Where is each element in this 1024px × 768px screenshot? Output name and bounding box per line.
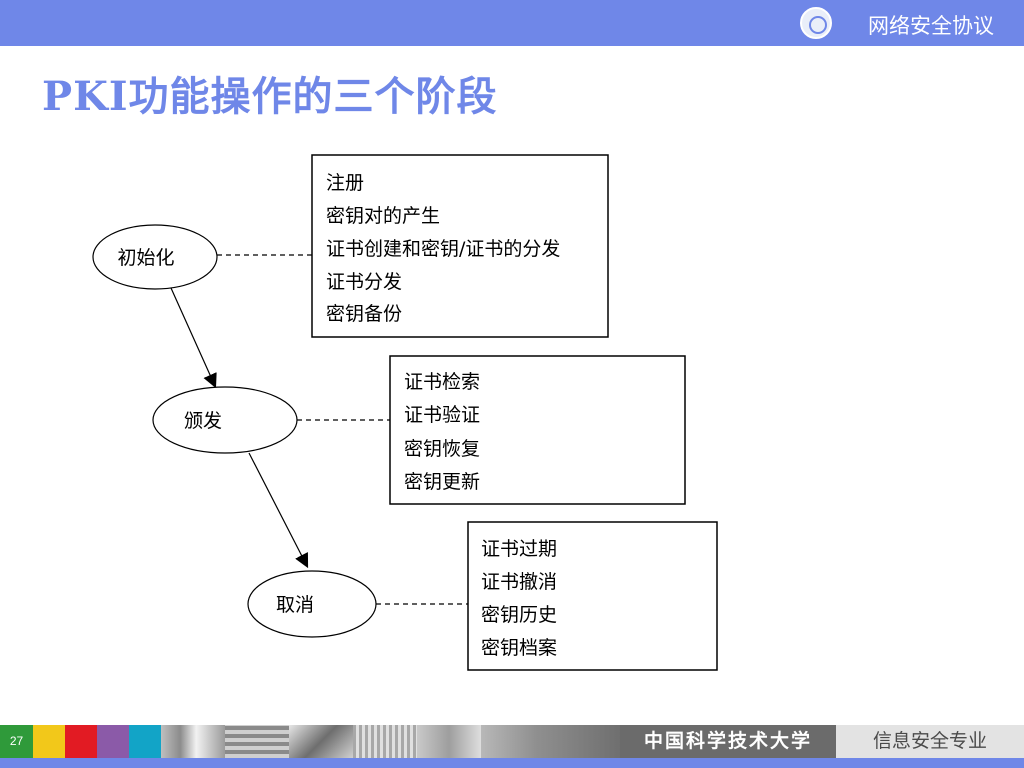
task-box-issue <box>389 355 686 505</box>
color-swatch-red <box>65 725 97 758</box>
phase-label-init: 初始化 <box>117 247 174 269</box>
task-issue-3: 密钥更新 <box>404 471 480 493</box>
task-box-init <box>311 154 609 338</box>
color-swatch-purple <box>97 725 129 758</box>
header-bar: 网络安全协议 <box>0 0 1024 46</box>
decorative-photo-strip-1 <box>161 725 225 758</box>
flow-arrow-init-to-issue <box>170 287 217 389</box>
task-box-cancel <box>467 521 718 671</box>
color-swatch-cyan <box>129 725 161 758</box>
task-issue-2: 密钥恢复 <box>404 438 480 460</box>
phase-label-cancel: 取消 <box>276 594 314 616</box>
decorative-photo-strip-3 <box>289 725 353 758</box>
task-init-2: 证书创建和密钥/证书的分发 <box>326 238 560 260</box>
task-init-4: 密钥备份 <box>326 303 402 325</box>
phase-node-issue <box>152 386 298 454</box>
major-label: 信息安全专业 <box>836 725 1024 758</box>
footer-bar: 27 中国科学技术大学 信息安全专业 <box>0 725 1024 768</box>
course-title: 网络安全协议 <box>868 14 994 38</box>
phase-label-issue: 颁发 <box>184 410 222 432</box>
decorative-photo-strip-6 <box>481 725 620 758</box>
task-init-1: 密钥对的产生 <box>326 205 440 227</box>
decorative-photo-strip-5 <box>417 725 481 758</box>
task-cancel-0: 证书过期 <box>481 538 557 560</box>
task-issue-0: 证书检索 <box>404 371 480 393</box>
page-number: 27 <box>0 725 33 758</box>
decorative-photo-strip-4 <box>353 725 417 758</box>
slide-title: PKI功能操作的三个阶段 <box>42 73 498 120</box>
task-init-3: 证书分发 <box>326 271 402 293</box>
footer-base-bar <box>0 758 1024 768</box>
pki-phase-diagram: 初始化 注册 密钥对的产生 证书创建和密钥/证书的分发 证书分发 密钥备份 颁发… <box>92 154 718 671</box>
phase-node-init <box>92 224 218 290</box>
university-seal-icon <box>800 7 832 39</box>
color-swatch-yellow <box>33 725 65 758</box>
task-cancel-1: 证书撤消 <box>481 571 557 593</box>
task-cancel-3: 密钥档案 <box>481 637 557 659</box>
decorative-photo-strip-2 <box>225 725 289 758</box>
flow-arrow-issue-to-cancel <box>248 452 309 569</box>
task-init-0: 注册 <box>326 172 364 194</box>
university-name: 中国科学技术大学 <box>620 725 836 758</box>
task-cancel-2: 密钥历史 <box>481 604 557 626</box>
task-issue-1: 证书验证 <box>404 404 480 426</box>
